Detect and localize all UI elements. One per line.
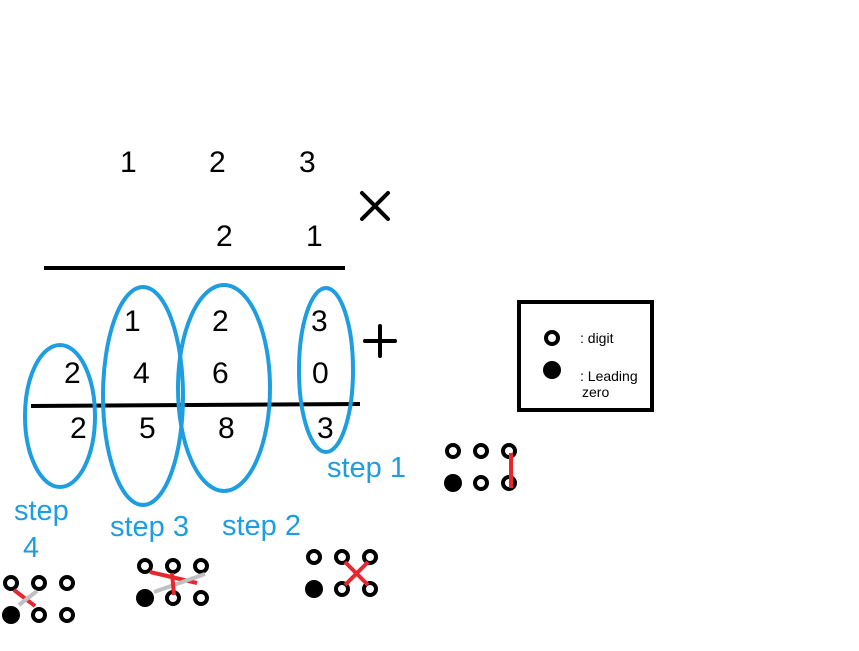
step-3-glyph [136,558,209,607]
legend-box [517,300,654,412]
partial-row-1-digit-1: 1 [124,305,141,338]
partial-row-1-digit-2: 2 [212,305,229,338]
multiplier-digit-1: 2 [216,220,233,253]
step-2-label: step 2 [222,510,301,542]
multiply-icon [360,191,390,221]
result-digit-2: 5 [139,412,156,445]
result-digit-4: 3 [317,412,334,445]
step-4-glyph [2,575,75,624]
leading-zero-marker-icon [543,361,561,379]
partial-row-2-digit-3: 6 [212,357,229,390]
step-4-label-line1: step [14,495,69,527]
column-ellipse-step-2 [176,283,272,493]
column-ellipse-step-4 [23,343,97,489]
legend-leading-zero-line2: zero [582,384,609,400]
partial-row-2-digit-1: 2 [64,357,81,390]
multiplicand-digit-2: 2 [209,146,226,179]
multiplier-digit-2: 1 [306,220,323,253]
partial-row-1-digit-3: 3 [311,305,328,338]
step-1-label: step 1 [327,452,406,484]
partial-row-2-digit-4: 0 [312,357,329,390]
digit-marker-icon [544,330,560,346]
result-digit-1: 2 [70,412,87,445]
sum-rule [30,402,361,408]
step-2-glyph [305,549,378,598]
multiplicand-digit-3: 3 [299,146,316,179]
column-ellipse-step-3 [101,285,185,507]
step-4-label-line2: 4 [23,532,39,564]
result-digit-3: 8 [218,412,235,445]
step-3-label: step 3 [110,511,189,543]
partial-row-2-digit-2: 4 [133,357,150,390]
legend-leading-zero-line1: : Leading [580,368,638,384]
column-ellipse-step-1 [297,286,355,454]
legend: : digit : Leading zero [517,300,654,412]
step-1-glyph [444,443,517,492]
multiplicand-digit-1: 1 [120,146,137,179]
plus-icon [363,324,397,358]
legend-digit-label: : digit [580,330,614,346]
